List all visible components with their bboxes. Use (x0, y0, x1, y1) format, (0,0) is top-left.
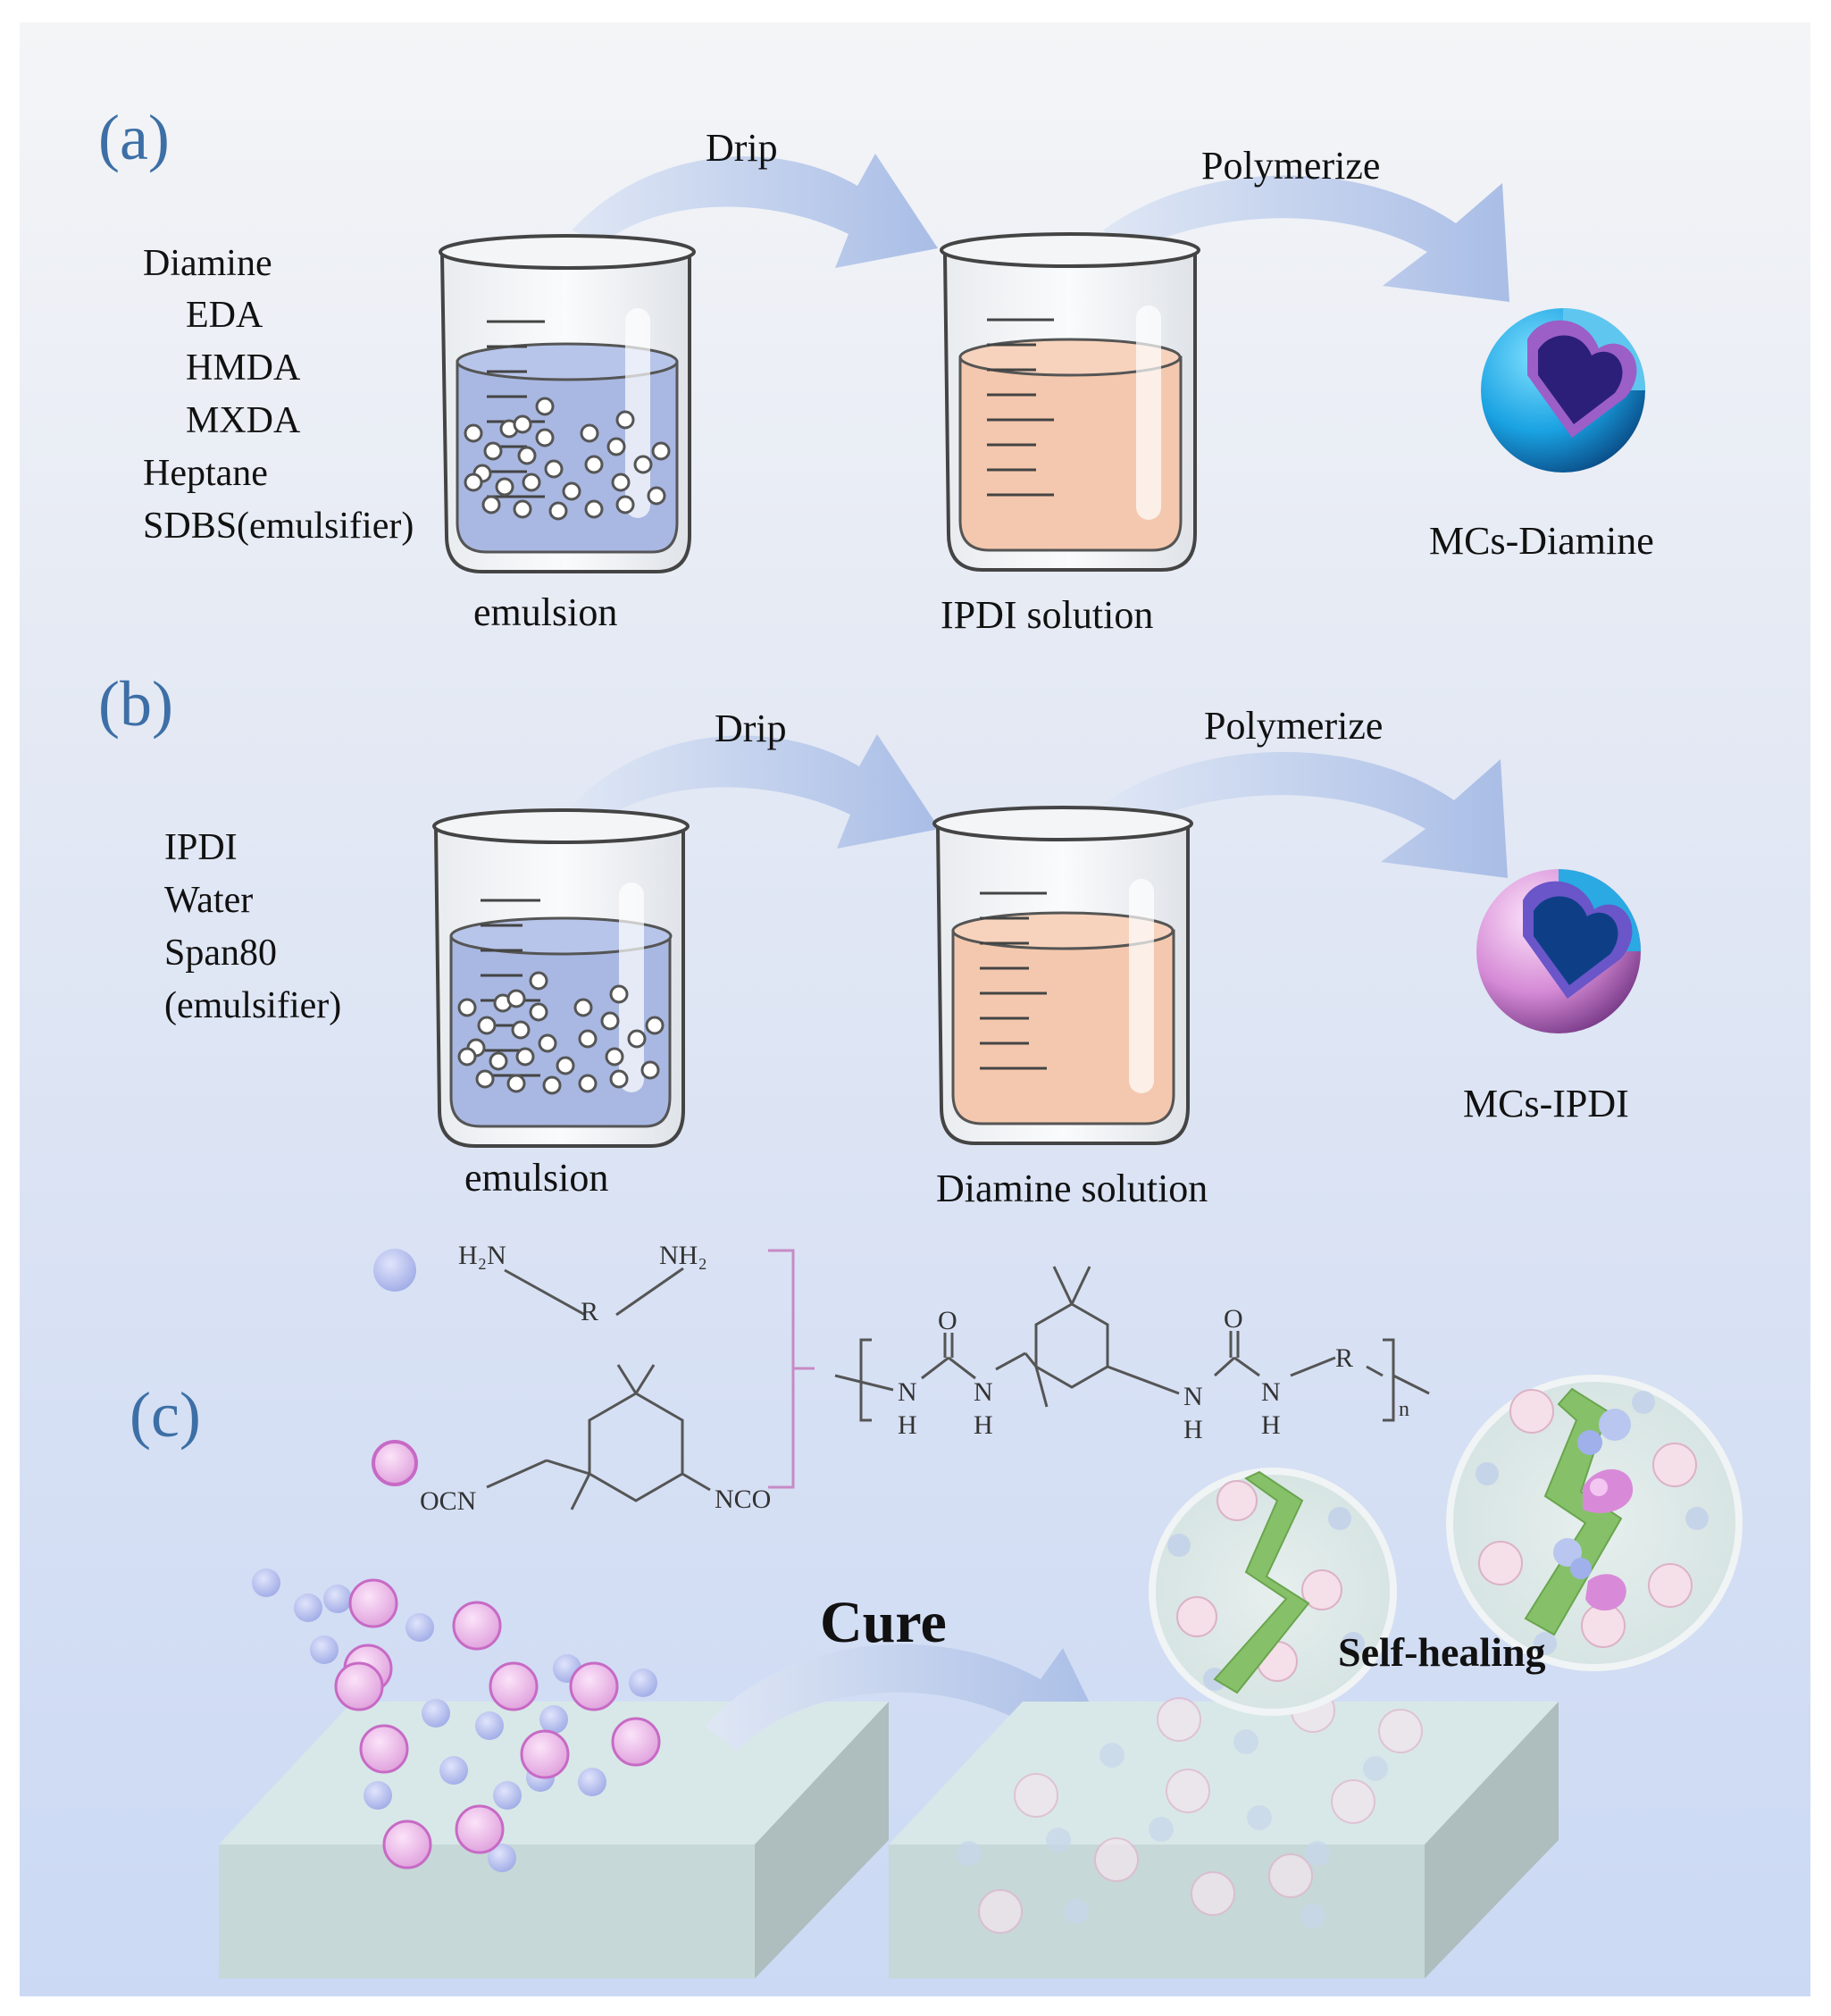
microcapsule-ipdi (1476, 869, 1641, 1033)
panel-a-label: (a) (98, 102, 170, 173)
ingredient: SDBS(emulsifier) (143, 506, 414, 547)
amide-hydrogen: H (898, 1410, 917, 1440)
diamine-right-group: NH₂ (659, 1241, 707, 1270)
emulsion-beaker (432, 808, 690, 1148)
cure-arrow (706, 1644, 1112, 1760)
r-group: R (1335, 1343, 1353, 1373)
ipdi-structure (486, 1364, 711, 1510)
ingredient: EDA (186, 295, 263, 336)
mixed-beads (252, 1568, 661, 1872)
polymerize-label: Polymerize (1204, 704, 1383, 748)
amide-nitrogen: N (898, 1377, 917, 1407)
diamine-left-group: H₂N (458, 1241, 506, 1270)
panel-b-label: (b) (98, 668, 173, 740)
diamine-solution-beaker (932, 806, 1193, 1145)
ingredient: Diamine (143, 243, 272, 284)
amide-hydrogen: H (1183, 1415, 1203, 1444)
healing-zoom-circle (1446, 1375, 1743, 1671)
amide-nitrogen: N (1261, 1377, 1281, 1407)
ingredient: IPDI (164, 827, 238, 868)
ipdi-right-group: NCO (715, 1485, 771, 1514)
panel-c-label: (c) (130, 1379, 201, 1451)
healed-crack-icon (1524, 1387, 1623, 1636)
emulsion-droplets (464, 397, 671, 521)
amide-hydrogen: H (1261, 1410, 1281, 1440)
panel-b-ingredient-list: IPDI Water Span80 (emulsifier) (164, 827, 341, 1026)
polymerize-arrow (1103, 175, 1509, 302)
polymerize-label: Polymerize (1201, 144, 1380, 188)
reaction-bracket (768, 1249, 815, 1489)
drip-arrow (570, 734, 940, 849)
diamine-r-group: R (581, 1297, 598, 1326)
drip-label: Drip (706, 126, 778, 170)
polyurea-structure (834, 1266, 1430, 1422)
polyurea-atoms: O O N H N H N H N H R n (898, 1304, 1409, 1444)
diamine-sphere-icon (373, 1249, 416, 1292)
beaker-label-emulsion: emulsion (464, 1156, 608, 1200)
cure-label: Cure (820, 1590, 947, 1655)
ingredient: Heptane (143, 453, 268, 494)
crack-zoom-circle (1149, 1468, 1397, 1716)
beaker-label-emulsion: emulsion (473, 590, 617, 634)
amide-hydrogen: H (974, 1410, 993, 1440)
ingredient: (emulsifier) (164, 985, 341, 1026)
ipdi-solution-beaker (940, 232, 1200, 572)
carbonyl-oxygen: O (1224, 1304, 1243, 1334)
crack-icon (1213, 1470, 1310, 1694)
ipdi-sphere-icon (372, 1440, 418, 1486)
ingredient: HMDA (186, 347, 301, 389)
drip-label: Drip (715, 707, 787, 750)
polymerize-arrow (1100, 751, 1508, 878)
emulsion-beaker (439, 234, 696, 573)
product-label-mcs-ipdi: MCs-IPDI (1463, 1082, 1629, 1125)
amide-nitrogen: N (1183, 1382, 1203, 1411)
carbonyl-oxygen: O (938, 1306, 957, 1335)
panel-a-ingredient-list: Diamine EDA HMDA MXDA Heptane SDBS(emuls… (143, 243, 414, 547)
liquid (951, 929, 1175, 1125)
diamine-structure (504, 1267, 684, 1317)
repeat-subscript: n (1399, 1398, 1409, 1421)
beaker-label-diamine-solution: Diamine solution (936, 1167, 1208, 1210)
ingredient: MXDA (186, 400, 301, 441)
amide-nitrogen: N (974, 1377, 993, 1407)
ingredient: Span80 (164, 933, 277, 974)
microcapsule-diamine (1481, 308, 1645, 473)
liquid (958, 356, 1183, 552)
beaker-label-ipdi-solution: IPDI solution (941, 593, 1153, 637)
ipdi-left-group: OCN (420, 1486, 476, 1516)
self-healing-label: Self-healing (1338, 1629, 1546, 1675)
emulsion-droplets (457, 971, 665, 1095)
ingredient: Water (164, 880, 253, 921)
drip-arrow (572, 154, 938, 268)
product-label-mcs-diamine: MCs-Diamine (1429, 519, 1654, 563)
embedded-microcapsules (957, 1688, 1423, 1934)
cured-coating-slab (889, 1702, 1559, 1978)
